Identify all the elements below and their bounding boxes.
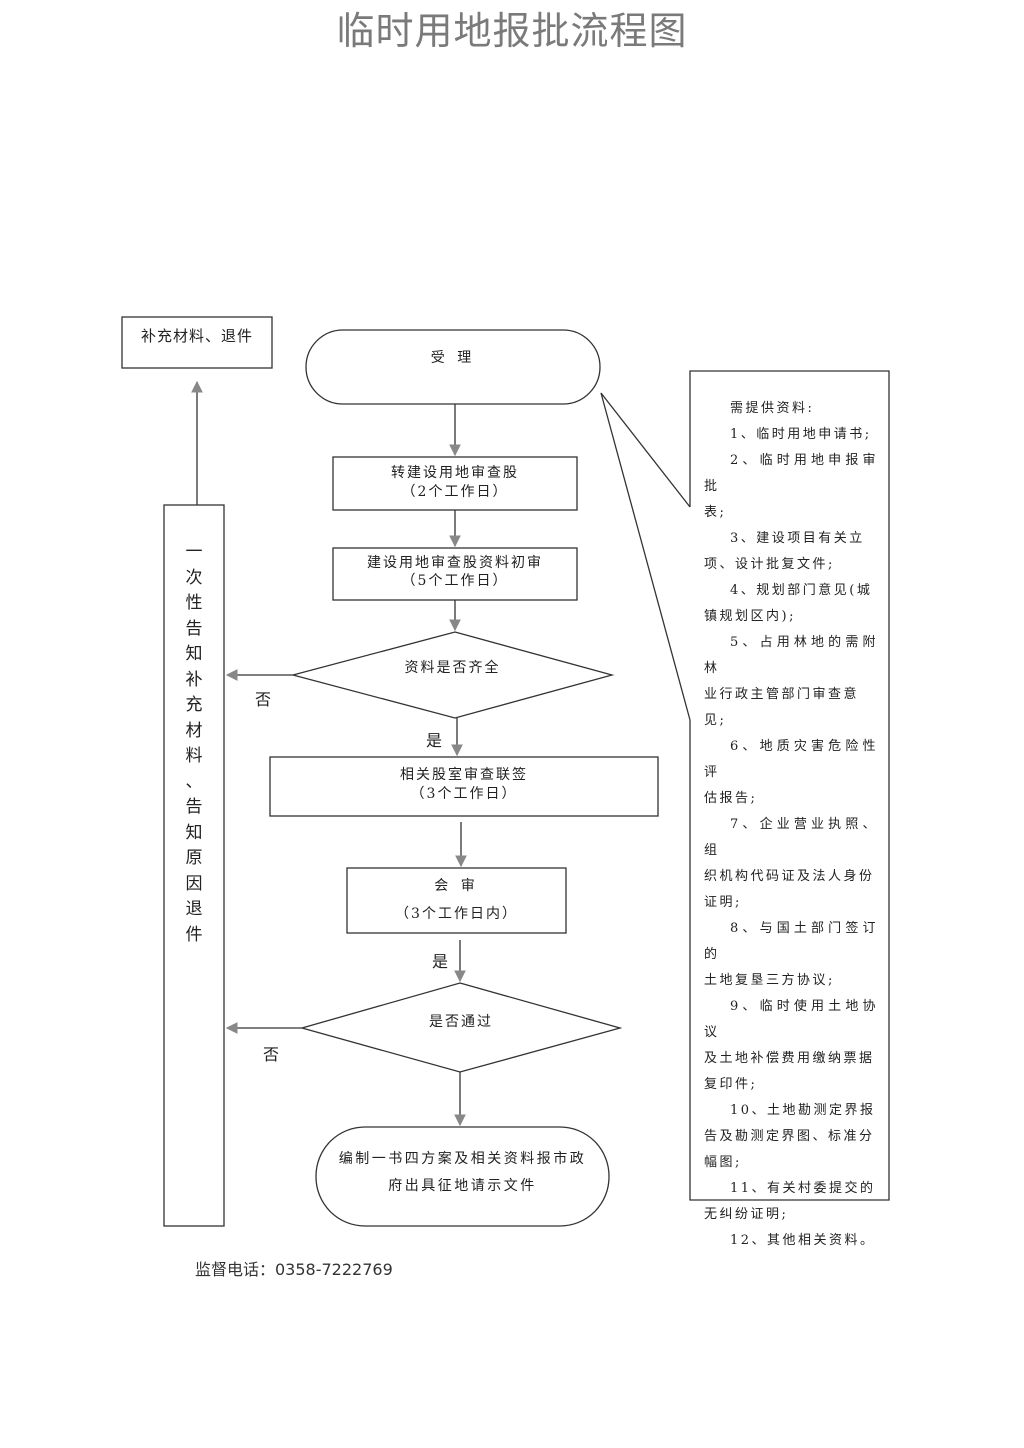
side-notice-char: 一 — [185, 542, 203, 562]
start-label: 受 理 — [430, 350, 476, 366]
side-notice-char: 知 — [185, 822, 203, 843]
side-notice-char: 件 — [185, 924, 203, 945]
page-title: 临时用地报批流程图 — [336, 9, 688, 53]
side-notice-char: 次 — [185, 567, 203, 588]
callout-pointer — [600, 392, 691, 721]
step3-name: 相关股室审查联签 — [400, 767, 528, 783]
requirements-heading: 需提供资料: — [730, 401, 815, 416]
requirement-line: 估报告; — [704, 791, 758, 806]
side-notice-char: 性 — [185, 593, 203, 613]
requirement-line: 织机构代码证及法人身份 — [704, 869, 875, 884]
requirement-line: 1、临时用地申请书; — [730, 427, 872, 442]
step4-name: 会 审 — [434, 878, 479, 894]
decision2-question: 是否通过 — [429, 1014, 493, 1030]
side-notice-char: 材 — [185, 720, 203, 741]
requirement-line: 证明; — [704, 895, 742, 910]
step2-duration: （5个工作日） — [401, 573, 509, 589]
step1-name: 转建设用地审查股 — [391, 465, 519, 481]
side-notice-char: 充 — [185, 695, 203, 715]
step2-name: 建设用地审查股资料初审 — [367, 555, 543, 571]
end-line2: 府出具征地请示文件 — [388, 1178, 537, 1194]
requirement-line: 5、占用林地的需附林 — [704, 635, 878, 676]
requirement-line: 6、地质灾害危险性评 — [704, 739, 878, 780]
side-notice-char: 料 — [185, 746, 203, 766]
side-notice-box — [163, 504, 225, 1227]
decision1-no-label: 否 — [255, 690, 272, 709]
requirement-line: 11、有关村委提交的 — [730, 1181, 876, 1196]
requirement-line: 3、建设项目有关立 — [730, 531, 865, 546]
requirement-line: 见; — [704, 713, 727, 728]
requirement-line: 7、企业营业执照、组 — [704, 817, 878, 858]
requirements-list: 需提供资料: 1、临时用地申请书; 2、临时用地申报审批表;3、建设项目有关立项、… — [704, 396, 878, 1254]
decision1-yes-label: 是 — [426, 731, 443, 750]
decision1-question: 资料是否齐全 — [404, 660, 501, 676]
requirement-line: 镇规划区内); — [704, 609, 796, 624]
side-notice-char: 告 — [185, 618, 203, 639]
start-terminal — [305, 329, 601, 405]
requirement-line: 9、临时使用土地协议 — [704, 999, 878, 1040]
step3-duration: （3个工作日） — [410, 786, 518, 802]
side-notice-char: 原 — [185, 848, 203, 868]
requirement-line: 幅图; — [704, 1155, 742, 1170]
step3-box — [269, 756, 659, 817]
supplement-box-label: 补充材料、退件 — [140, 327, 253, 345]
side-notice-char: 知 — [185, 644, 203, 664]
decision2-no-label: 否 — [263, 1045, 280, 1064]
requirement-line: 4、规划部门意见(城 — [730, 583, 873, 598]
decision1-diamond — [290, 631, 615, 719]
side-notice-char: 、 — [185, 771, 203, 792]
supervision-phone: 监督电话：0358-7222769 — [195, 1260, 393, 1279]
requirement-line: 8、与国土部门签订的 — [704, 921, 878, 962]
step4-box — [346, 867, 567, 934]
side-notice-char: 退 — [185, 899, 203, 919]
end-terminal — [315, 1126, 610, 1227]
requirements-box-border — [689, 370, 890, 1201]
requirement-line: 及土地补偿费用缴纳票据 — [704, 1051, 875, 1066]
side-notice-text: 一次性告知补充材料、告知原因退件 — [164, 540, 224, 948]
requirement-line: 土地复垦三方协议; — [704, 973, 835, 988]
side-notice-char: 补 — [185, 669, 203, 690]
step4-yes-label: 是 — [432, 952, 449, 971]
requirement-line: 复印件; — [704, 1077, 758, 1092]
requirement-line: 表; — [704, 505, 727, 520]
step4-duration: （3个工作日内） — [395, 906, 518, 922]
side-notice-char: 告 — [185, 797, 203, 817]
requirement-line: 10、土地勘测定界报 — [730, 1103, 876, 1118]
requirement-line: 2、临时用地申报审批 — [704, 453, 878, 494]
end-line1: 编制一书四方案及相关资料报市政 — [338, 1151, 587, 1167]
side-notice-char: 因 — [185, 873, 203, 894]
supplement-box — [121, 316, 273, 369]
requirement-line: 告及勘测定界图、标准分 — [704, 1129, 875, 1144]
requirement-line: 12、其他相关资料。 — [730, 1233, 876, 1248]
step1-duration: （2个工作日） — [401, 484, 509, 500]
requirement-line: 业行政主管部门审查意 — [704, 687, 860, 702]
requirement-line: 无纠纷证明; — [704, 1207, 789, 1222]
requirement-line: 项、设计批复文件; — [704, 557, 835, 572]
